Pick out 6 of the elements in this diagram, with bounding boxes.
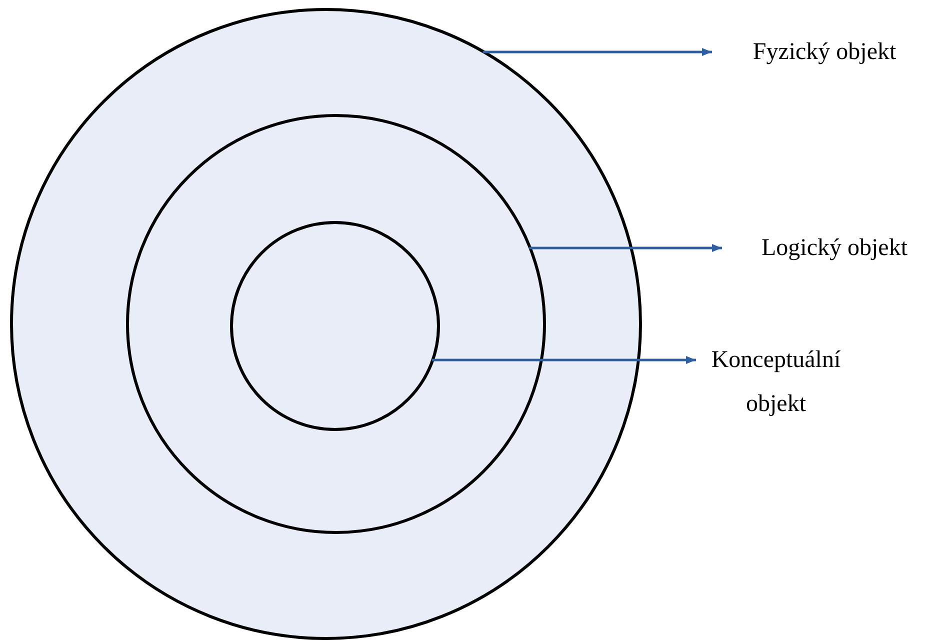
arrow — [529, 244, 722, 252]
node-label: Konceptuální objekt — [696, 338, 856, 426]
arrow — [482, 48, 712, 56]
node-label: Fyzický objekt — [712, 30, 937, 74]
arrow — [432, 356, 696, 364]
node-label: Logický objekt — [722, 226, 947, 270]
